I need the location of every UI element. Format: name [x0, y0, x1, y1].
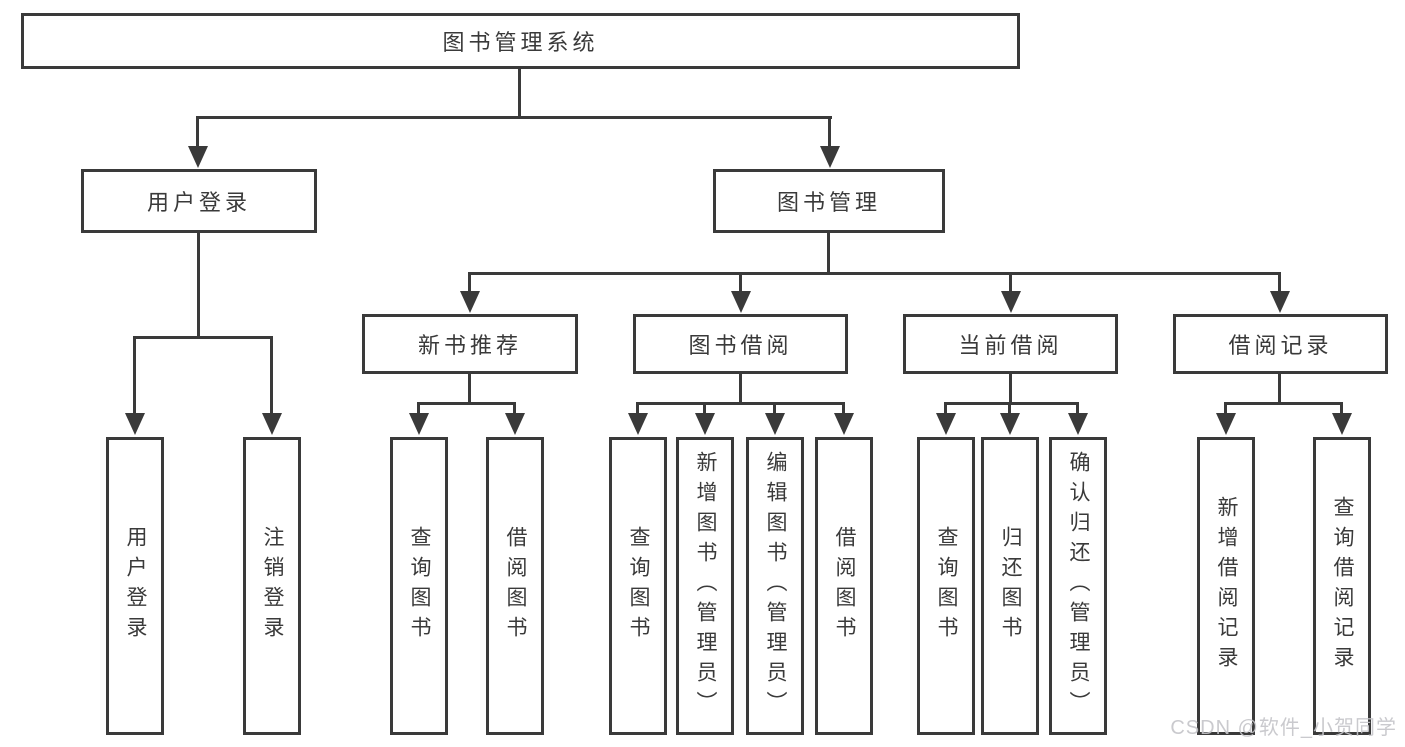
connector-leaf-drop [842, 402, 845, 415]
arrowhead [505, 413, 525, 435]
connector-leaf-drop [133, 336, 136, 415]
connector-user-login-stem [197, 233, 200, 337]
leaf-query-books-3: 查询图书 [917, 437, 975, 735]
connector-borrowing-stem [739, 374, 742, 403]
arrowhead [409, 413, 429, 435]
leaf-confirm-return-admin: 确认归还（管理员） [1049, 437, 1107, 735]
connector-book-mgmt-stem [827, 233, 830, 273]
connector-current-bar [944, 402, 1079, 405]
connector-user-login-drop [196, 116, 199, 148]
node-label: 当前借阅 [958, 333, 1063, 358]
node-book-management: 图书管理 [713, 169, 945, 233]
arrowhead [460, 291, 480, 313]
node-label: 编辑图书（管理员） [764, 451, 787, 721]
connector-root-stem [518, 69, 521, 117]
connector-level2-bar [196, 116, 832, 119]
connector-current-stem [1009, 374, 1012, 403]
node-library-system: 图书管理系统 [21, 13, 1020, 69]
connector-leaf-drop [944, 402, 947, 415]
connector-leaf-drop [1340, 402, 1343, 415]
node-label: 新书推荐 [417, 333, 522, 358]
leaf-logout-login: 注销登录 [243, 437, 301, 735]
connector-leaf-drop [1224, 402, 1227, 415]
node-label: 归还图书 [999, 526, 1022, 646]
node-label: 图书借阅 [688, 333, 793, 358]
arrowhead [188, 146, 208, 168]
connector-borrowing-bar [636, 402, 845, 405]
connector-level3-bar [468, 272, 1281, 275]
connector-records-bar [1224, 402, 1343, 405]
connector-user-login-bar [133, 336, 273, 339]
connector-leaf-drop [270, 336, 273, 415]
node-label: 查询借阅记录 [1331, 496, 1354, 676]
connector-newbook-bar [417, 402, 516, 405]
arrowhead [1000, 413, 1020, 435]
leaf-query-books-2: 查询图书 [609, 437, 667, 735]
leaf-query-borrow-record: 查询借阅记录 [1313, 437, 1371, 735]
node-label: 查询图书 [935, 526, 958, 646]
node-borrowing-records: 借阅记录 [1173, 314, 1388, 374]
arrowhead [1332, 413, 1352, 435]
node-label: 用户登录 [124, 526, 147, 646]
leaf-add-borrow-record: 新增借阅记录 [1197, 437, 1255, 735]
connector-newbook-drop [468, 272, 471, 293]
node-label: 确认归还（管理员） [1067, 451, 1090, 721]
leaf-add-books-admin: 新增图书（管理员） [676, 437, 734, 735]
connector-leaf-drop [773, 402, 776, 415]
leaf-borrow-books-2: 借阅图书 [815, 437, 873, 735]
connector-book-mgmt-drop [828, 116, 831, 148]
node-label: 用户登录 [146, 190, 251, 215]
arrowhead [125, 413, 145, 435]
arrowhead [1068, 413, 1088, 435]
connector-borrowing-drop [739, 272, 742, 293]
connector-records-stem [1278, 374, 1281, 403]
leaf-user-login: 用户登录 [106, 437, 164, 735]
arrowhead [1001, 291, 1021, 313]
arrowhead [936, 413, 956, 435]
leaf-query-books-1: 查询图书 [390, 437, 448, 735]
node-label: 图书管理系统 [442, 30, 599, 55]
leaf-return-books: 归还图书 [981, 437, 1039, 735]
connector-leaf-drop [1008, 402, 1011, 415]
node-label: 查询图书 [627, 526, 650, 646]
arrowhead [731, 291, 751, 313]
node-current-borrowing: 当前借阅 [903, 314, 1118, 374]
arrowhead [834, 413, 854, 435]
connector-leaf-drop [703, 402, 706, 415]
connector-current-drop [1009, 272, 1012, 293]
arrowhead [628, 413, 648, 435]
leaf-edit-books-admin: 编辑图书（管理员） [746, 437, 804, 735]
node-label: 图书管理 [776, 190, 881, 215]
connector-leaf-drop [636, 402, 639, 415]
node-new-book-recommend: 新书推荐 [362, 314, 578, 374]
node-label: 借阅记录 [1228, 333, 1333, 358]
connector-leaf-drop [513, 402, 516, 415]
watermark: CSDN @软件_小贺同学 [1170, 717, 1397, 739]
arrowhead [262, 413, 282, 435]
connector-leaf-drop [1076, 402, 1079, 415]
node-label: 查询图书 [408, 526, 431, 646]
connector-records-drop [1278, 272, 1281, 293]
arrowhead [1216, 413, 1236, 435]
node-book-borrowing: 图书借阅 [633, 314, 848, 374]
node-label: 借阅图书 [504, 526, 527, 646]
node-user-login: 用户登录 [81, 169, 317, 233]
arrowhead [695, 413, 715, 435]
leaf-borrow-books-1: 借阅图书 [486, 437, 544, 735]
connector-newbook-stem [468, 374, 471, 403]
connector-leaf-drop [417, 402, 420, 415]
node-label: 新增图书（管理员） [694, 451, 717, 721]
node-label: 注销登录 [261, 526, 284, 646]
node-label: 借阅图书 [833, 526, 856, 646]
arrowhead [1270, 291, 1290, 313]
arrowhead [765, 413, 785, 435]
arrowhead [820, 146, 840, 168]
node-label: 新增借阅记录 [1215, 496, 1238, 676]
